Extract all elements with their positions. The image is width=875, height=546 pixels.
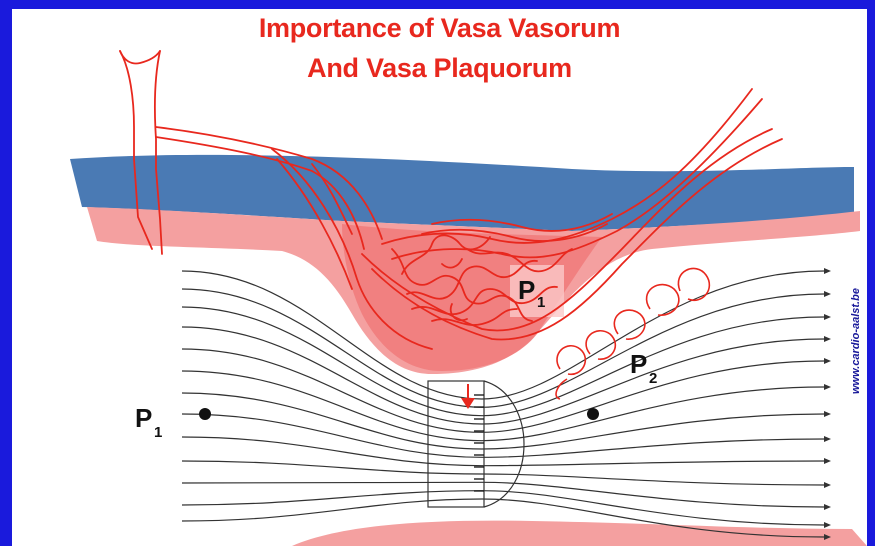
title-line-2: And Vasa Plaquorum — [12, 53, 867, 84]
svg-text:P: P — [135, 403, 152, 433]
flow-arrowhead — [824, 291, 831, 297]
svg-text:P: P — [630, 349, 647, 379]
velocity-profile-curve — [484, 381, 524, 507]
flow-arrowhead — [824, 268, 831, 274]
svg-text:P: P — [518, 275, 535, 305]
flow-streamline — [182, 482, 824, 507]
flow-arrowhead — [824, 358, 831, 364]
flow-arrowhead — [824, 314, 831, 320]
artery-diagram: P 1 P 2 P 1 — [12, 9, 867, 546]
title-line-1: Importance of Vasa Vasorum — [12, 13, 867, 44]
svg-text:2: 2 — [649, 370, 657, 387]
watermark-text: www.cardio-aalst.be — [850, 288, 862, 394]
pressure-point-upstream — [199, 408, 211, 420]
slide-panel: P 1 P 2 P 1 Importance of Vasa Vasorum A… — [12, 9, 867, 546]
flow-arrowhead — [824, 522, 831, 528]
flow-arrowhead — [824, 458, 831, 464]
flow-arrowhead — [824, 482, 831, 488]
flow-streamline — [182, 461, 824, 485]
pressure-point-downstream — [587, 408, 599, 420]
flow-streamline — [182, 414, 824, 457]
flow-arrowhead — [824, 436, 831, 442]
svg-text:1: 1 — [154, 424, 162, 441]
flow-arrowhead — [824, 336, 831, 342]
flow-arrowhead — [824, 411, 831, 417]
flow-arrowhead — [824, 384, 831, 390]
label-p1-left: P 1 — [135, 403, 162, 441]
profile-arrows — [474, 395, 484, 491]
flow-streamline — [182, 393, 824, 449]
flow-streamline — [182, 491, 824, 525]
svg-text:1: 1 — [537, 294, 545, 311]
flow-arrowheads — [824, 268, 831, 540]
watermark: www.cardio-aalst.be — [848, 234, 864, 394]
flow-arrowhead — [824, 504, 831, 510]
